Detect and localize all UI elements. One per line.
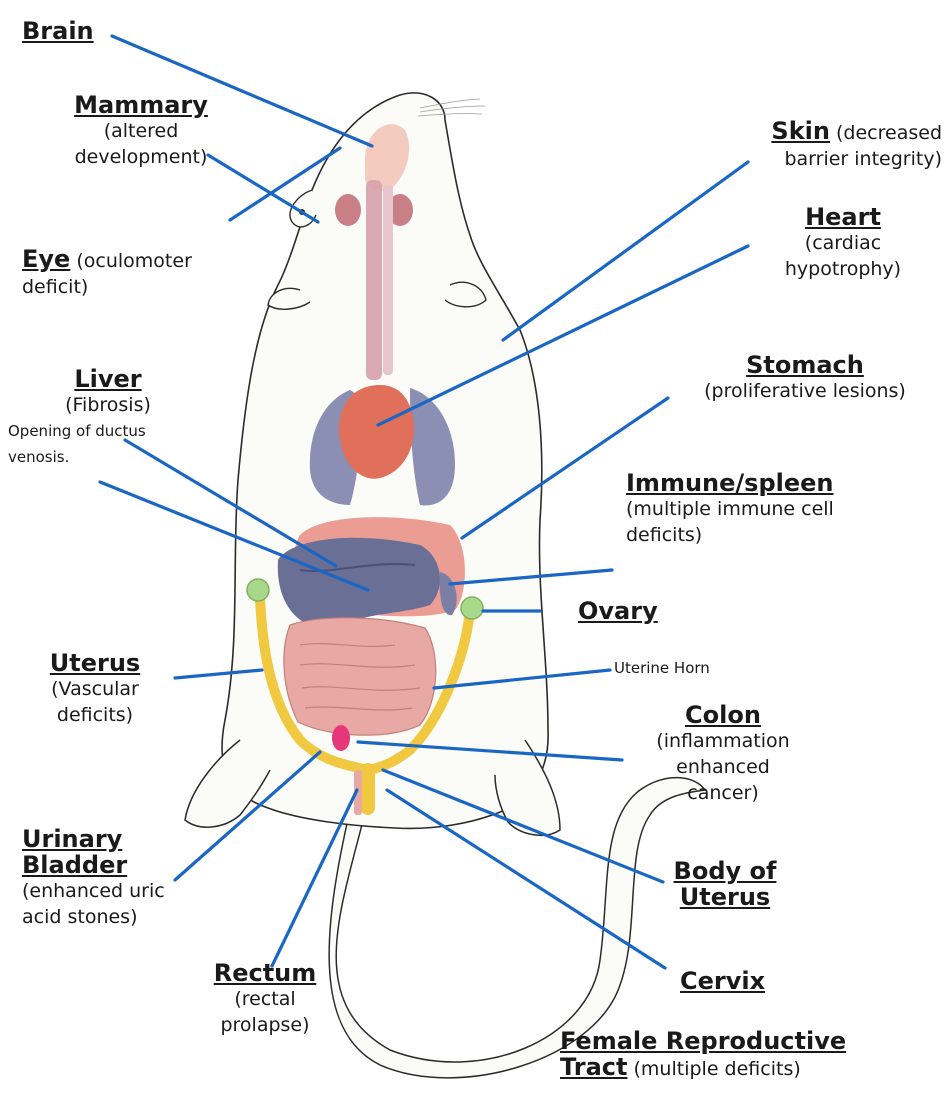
label-brain-title: Brain [22, 17, 94, 45]
label-uterus-desc1: (Vascular [20, 676, 170, 702]
label-liver-title: Liver [8, 366, 208, 392]
label-mammary: Mammary (altered development) [46, 92, 236, 170]
label-liver-desc1: (Fibrosis) [8, 392, 208, 418]
label-colon-desc1: (inflammation [628, 728, 818, 754]
label-rectum: Rectum (rectal prolapse) [190, 960, 340, 1038]
label-heart-title: Heart [748, 204, 938, 230]
label-eye-desc2: deficit) [22, 274, 192, 300]
label-eye: Eye (oculomoter deficit) [22, 246, 192, 300]
label-colon-title: Colon [628, 702, 818, 728]
label-uterine-horn: Uterine Horn [614, 655, 710, 681]
intestines [284, 618, 436, 735]
label-immune-title: Immune/spleen [626, 470, 834, 496]
label-cervix: Cervix [680, 968, 765, 996]
label-ovary-title: Ovary [578, 597, 658, 625]
ovary-right [461, 597, 483, 619]
label-bladder-title2: Bladder [22, 852, 165, 878]
label-liver: Liver (Fibrosis) Opening of ductus venos… [8, 366, 208, 470]
label-frt: Female Reproductive Tract (multiple defi… [560, 1028, 846, 1082]
label-stomach-desc1: (proliferative lesions) [670, 378, 940, 404]
label-frt-desc: (multiple deficits) [634, 1058, 801, 1080]
label-immune: Immune/spleen (multiple immune cell defi… [626, 470, 834, 548]
label-rectum-desc1: (rectal [190, 986, 340, 1012]
label-body-uterus-title2: Uterus [655, 884, 795, 910]
label-uterine-horn-title: Uterine Horn [614, 659, 710, 677]
label-eye-title: Eye [22, 245, 70, 273]
label-mammary-desc1: (altered [46, 118, 236, 144]
trachea [366, 180, 382, 380]
label-brain: Brain [22, 18, 94, 46]
label-body-uterus: Body of Uterus [655, 858, 795, 910]
label-skin-title: Skin [771, 117, 830, 145]
label-immune-desc2: deficits) [626, 522, 834, 548]
label-heart-desc2: hypotrophy) [748, 256, 938, 282]
label-liver-desc3: venosis. [8, 444, 208, 470]
label-bladder-desc2: acid stones) [22, 904, 165, 930]
label-colon-desc3: cancer) [628, 780, 818, 806]
label-colon: Colon (inflammation enhanced cancer) [628, 702, 818, 806]
label-heart-desc1: (cardiac [748, 230, 938, 256]
label-cervix-title: Cervix [680, 967, 765, 995]
esophagus [383, 185, 393, 375]
bladder-organ [332, 725, 350, 751]
label-eye-desc1: (oculomoter [76, 250, 192, 272]
label-frt-title1: Female Reproductive [560, 1028, 846, 1054]
label-uterus-desc2: deficits) [20, 702, 170, 728]
label-immune-desc1: (multiple immune cell [626, 496, 834, 522]
label-body-uterus-title1: Body of [655, 858, 795, 884]
label-colon-desc2: enhanced [628, 754, 818, 780]
label-mammary-title: Mammary [46, 92, 236, 118]
label-heart: Heart (cardiac hypotrophy) [748, 204, 938, 282]
thyroid-left [335, 194, 361, 226]
label-ovary: Ovary [578, 598, 658, 626]
label-skin-desc1: (decreased [836, 122, 942, 144]
label-liver-desc2: Opening of ductus [8, 418, 208, 444]
label-rectum-title: Rectum [190, 960, 340, 986]
label-skin: Skin (decreased barrier integrity) [752, 118, 942, 172]
label-bladder: Urinary Bladder (enhanced uric acid ston… [22, 826, 165, 930]
label-uterus: Uterus (Vascular deficits) [20, 650, 170, 728]
label-uterus-title: Uterus [20, 650, 170, 676]
label-bladder-title1: Urinary [22, 826, 165, 852]
label-skin-desc2: barrier integrity) [752, 146, 942, 172]
label-bladder-desc1: (enhanced uric [22, 878, 165, 904]
label-mammary-desc2: development) [46, 144, 236, 170]
label-stomach: Stomach (proliferative lesions) [670, 352, 940, 404]
label-frt-title2: Tract [560, 1053, 627, 1081]
label-rectum-desc2: prolapse) [190, 1012, 340, 1038]
leader-skin [503, 162, 748, 340]
ovary-left [247, 579, 269, 601]
label-stomach-title: Stomach [670, 352, 940, 378]
